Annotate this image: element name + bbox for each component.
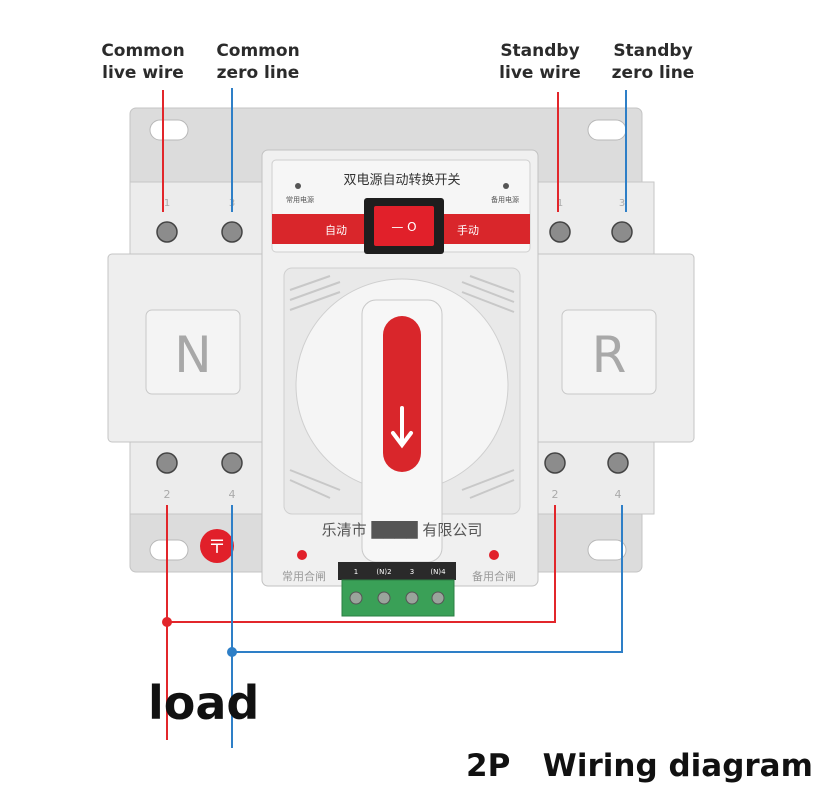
- rocker-switch[interactable]: [374, 206, 434, 246]
- left-top-terminal-block: [129, 181, 265, 263]
- live-wires: [162, 90, 559, 740]
- right-face-plate: [561, 309, 657, 395]
- indicator-led-standby: [503, 183, 509, 189]
- left-face-letter: N: [174, 326, 211, 384]
- brand-logo-mark: 〒: [208, 537, 226, 558]
- label-common-zero-line1: Common: [216, 41, 300, 61]
- mode-auto-label: 自动: [325, 224, 347, 237]
- label-standby-zero-line1: Standby: [613, 41, 693, 61]
- zero-wires: [231, 88, 627, 748]
- terminal-num-bottom-3: 2: [552, 488, 559, 501]
- live-junction-dot: [162, 617, 172, 627]
- mounting-hole-tr: [587, 119, 627, 141]
- vent-lines: [289, 275, 515, 499]
- top-screws: [156, 221, 633, 243]
- label-common-zero-line: Common zero line: [206, 40, 310, 84]
- indicator-led-common: [295, 183, 301, 189]
- terminal-num-top-3: 1: [557, 198, 563, 209]
- terminal-num-top-1: 1: [164, 198, 170, 209]
- mounting-hole-bl: [149, 539, 189, 561]
- status-led-standby: [489, 550, 499, 560]
- label-standby-live-line1: Standby: [500, 41, 580, 61]
- rocker-switch-symbol: — O: [391, 220, 416, 234]
- terminal-num-top-4: 3: [619, 198, 625, 209]
- arrow-down-icon: [391, 406, 413, 449]
- standby-zero-wire-out: [232, 505, 623, 653]
- left-bottom-terminal-block: [129, 439, 265, 515]
- manufacturer-text: 乐清市 ████ 有限公司: [322, 520, 483, 539]
- output-label-1: 1: [354, 568, 358, 576]
- label-standby-live-wire: Standby live wire: [490, 40, 590, 84]
- brand-logo: [200, 529, 234, 563]
- output-label-2: (N)2: [376, 568, 391, 576]
- mounting-hole-br: [587, 539, 627, 561]
- handle-red-grip: [383, 316, 421, 472]
- label-common-live-wire: Common live wire: [93, 40, 193, 84]
- bottom-screws: [156, 452, 629, 474]
- status-label-common: 常用合闸: [282, 569, 326, 583]
- right-face-letter: R: [592, 326, 627, 384]
- status-label-standby: 备用合闸: [472, 569, 516, 583]
- right-top-terminal-block: [535, 181, 655, 263]
- standby-live-wire-out: [167, 505, 556, 623]
- output-screws: [349, 591, 445, 605]
- label-standby-zero-line2: zero line: [611, 63, 695, 83]
- terminal-num-bottom-2: 4: [229, 488, 236, 501]
- terminal-num-bottom-1: 2: [164, 488, 171, 501]
- zero-junction-dot: [227, 647, 237, 657]
- output-terminal-frame: [338, 562, 456, 580]
- output-label-3: 3: [410, 568, 414, 576]
- indicator-label-common: 常用电源: [286, 195, 314, 204]
- panel-title: 双电源自动转换开关: [343, 173, 460, 188]
- left-face-plate: [145, 309, 241, 395]
- label-common-live-line1: Common: [101, 41, 185, 61]
- label-standby-live-line2: live wire: [499, 63, 581, 83]
- status-led-common: [297, 550, 307, 560]
- label-common-zero-line2: zero line: [216, 63, 300, 83]
- label-common-live-line2: live wire: [102, 63, 184, 83]
- terminal-num-bottom-4: 4: [615, 488, 622, 501]
- diagram-title: 2P Wiring diagram: [466, 748, 813, 784]
- mode-manual-label: 手动: [457, 223, 479, 237]
- mounting-hole-tl: [149, 119, 189, 141]
- output-label-4: (N)4: [430, 568, 446, 576]
- indicator-label-standby: 备用电源: [491, 195, 519, 204]
- right-bottom-terminal-block: [535, 439, 655, 515]
- label-standby-zero-line: Standby zero line: [598, 40, 708, 84]
- load-label: load: [148, 676, 260, 730]
